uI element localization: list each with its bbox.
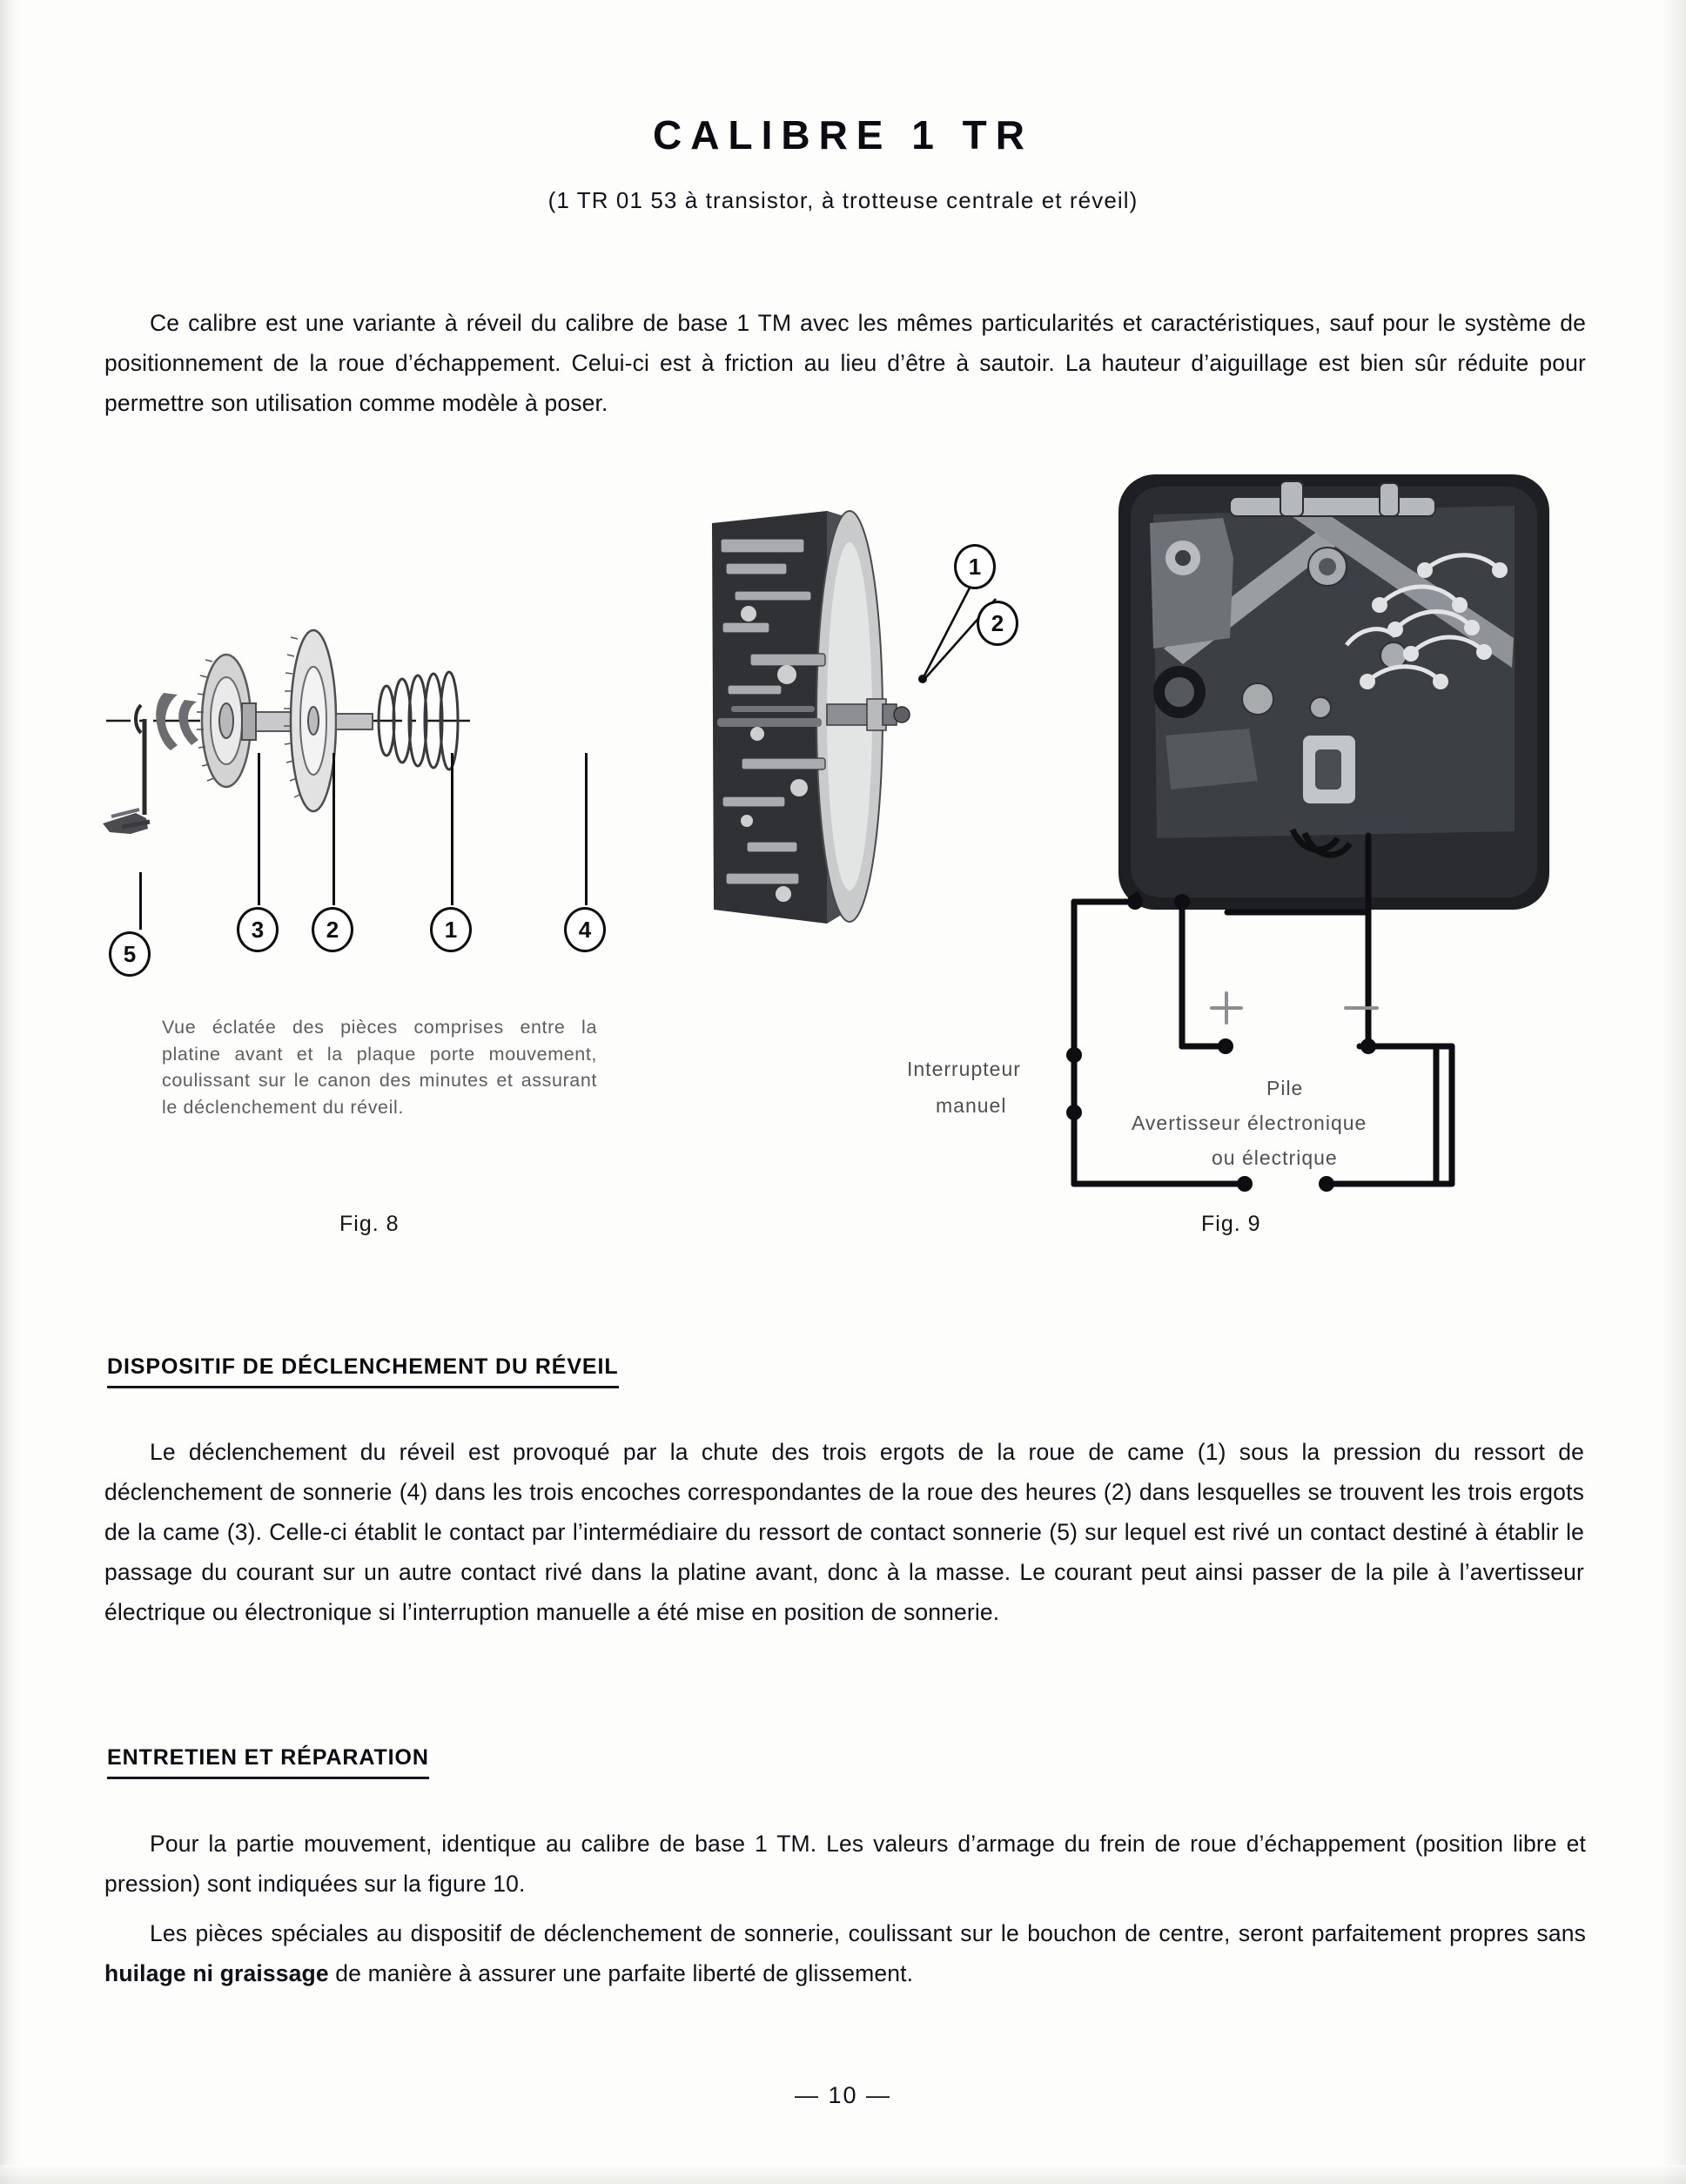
fig9-switch-label-line2: manuel: [936, 1094, 1007, 1117]
intro-text: Ce calibre est une variante à réveil du …: [104, 310, 1586, 416]
section-body-entretien-1-text: Pour la partie mouvement, identique au c…: [104, 1831, 1586, 1897]
fig9-label: Fig. 9: [1201, 1212, 1261, 1236]
section-body-dispositif-text: Le déclenchement du réveil est provoqué …: [104, 1439, 1584, 1625]
page-subtitle: (1 TR 01 53 à transistor, à trotteuse ce…: [547, 187, 1139, 213]
fig8-exploded-view-illustration: [96, 609, 653, 897]
fig8-label: Fig. 8: [339, 1212, 400, 1236]
scan-edge-bottom: [0, 2165, 1686, 2184]
fig9-callout-2: 2: [977, 601, 1018, 646]
fig8-callout-3: 3: [237, 907, 279, 952]
entretien-2-part2: de manière à assurer une parfaite libert…: [328, 1960, 914, 1986]
section-body-entretien-1: Pour la partie mouvement, identique au c…: [104, 1824, 1586, 1904]
page-number: — 10 —: [794, 2082, 892, 2108]
fig8-leader-3: [258, 753, 260, 905]
section-heading-entretien: ENTRETIEN ET RÉPARATION: [107, 1745, 429, 1779]
entretien-2-part1: Les pièces spéciales au dispositif de dé…: [150, 1920, 1586, 1946]
fig9-module-photo: [1118, 474, 1549, 910]
fig8-callout-4: 4: [564, 907, 606, 952]
fig8-leader-4: [585, 753, 588, 905]
entretien-2-bold: huilage ni graissage: [104, 1960, 329, 1986]
fig8-callout-2: 2: [312, 907, 353, 952]
fig9-callout-1: 1: [954, 544, 996, 589]
intro-paragraph: Ce calibre est une variante à réveil du …: [104, 303, 1586, 423]
fig8-callout-5: 5: [109, 931, 151, 977]
page-title: CALIBRE 1 TR: [653, 112, 1033, 158]
fig9-battery-label: Pile: [1266, 1077, 1304, 1099]
scan-edge-right: [1660, 0, 1686, 2184]
fig9-switch-label-line1: Interrupteur: [907, 1058, 1021, 1080]
fig9-buzzer-label-line2: ou électrique: [1212, 1146, 1338, 1169]
section-body-dispositif: Le déclenchement du réveil est provoqué …: [104, 1432, 1584, 1632]
fig8-callout-1: 1: [430, 907, 472, 952]
scan-edge-left: [0, 0, 23, 2184]
fig8-leader-2: [332, 753, 335, 905]
fig8-caption: Vue éclatée des pièces comprises entre l…: [162, 1017, 597, 1118]
fig9-movement-side-photo: [696, 501, 940, 944]
fig8-leader-5: [139, 872, 142, 930]
section-heading-dispositif: DISPOSITIF DE DÉCLENCHEMENT DU RÉVEIL: [107, 1354, 619, 1388]
section-body-entretien-2: Les pièces spéciales au dispositif de dé…: [104, 1913, 1586, 1993]
fig8-leader-1: [451, 753, 453, 905]
fig9-circuit-schematic: [1066, 832, 1455, 1192]
fig9-buzzer-label-line1: Avertisseur électronique: [1132, 1112, 1367, 1134]
